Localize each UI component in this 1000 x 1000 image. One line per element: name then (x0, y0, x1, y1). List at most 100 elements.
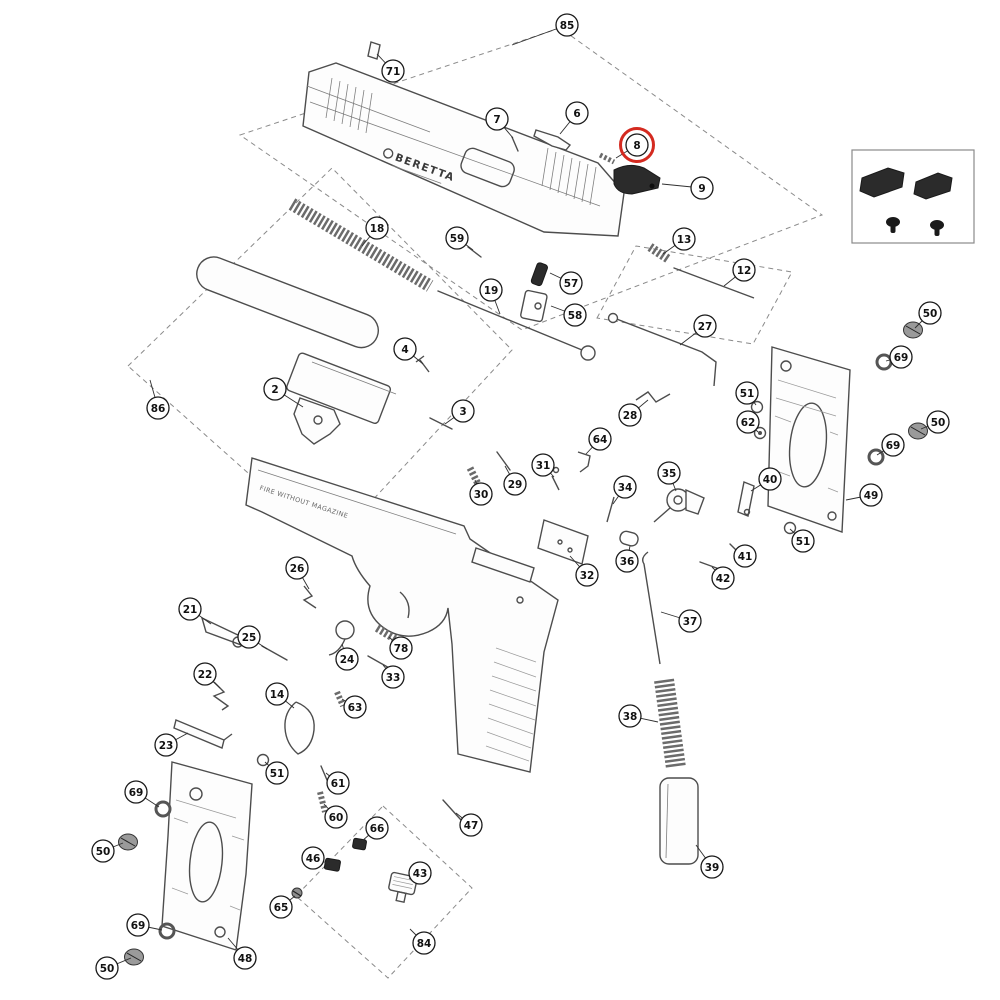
callout-number: 49 (864, 490, 879, 502)
callout-number: 40 (763, 474, 778, 486)
firing-pin-part-12 (673, 267, 755, 299)
callout-number: 30 (474, 489, 489, 501)
callout-30[interactable]: 30 (469, 482, 493, 506)
callout-14[interactable]: 14 (265, 682, 289, 706)
slide-pin-part-7 (511, 136, 519, 152)
callout-circle (154, 733, 178, 757)
callout-circle (926, 410, 950, 434)
nut-part-66 (352, 837, 367, 851)
callout-64[interactable]: 64 (588, 427, 612, 451)
callout-48[interactable]: 48 (233, 946, 257, 970)
callout-50[interactable]: 50 (918, 301, 942, 325)
frame-grip-hatch (485, 647, 537, 762)
callout-66[interactable]: 66 (365, 816, 389, 840)
callout-37[interactable]: 37 (678, 609, 702, 633)
callout-2[interactable]: 2 (263, 377, 287, 401)
callout-63[interactable]: 63 (343, 695, 367, 719)
callout-51[interactable]: 51 (735, 381, 759, 405)
callout-25[interactable]: 25 (237, 625, 261, 649)
callout-71[interactable]: 71 (381, 59, 405, 83)
callout-circle (736, 410, 760, 434)
hammer-assembly-part-35 (653, 488, 705, 523)
callout-69[interactable]: 69 (889, 345, 913, 369)
callout-6[interactable]: 6 (565, 101, 589, 125)
callout-circle (265, 682, 289, 706)
part-frame: FIRE WITHOUT MAGAZINE (245, 457, 559, 773)
callout-85[interactable]: 85 (555, 13, 579, 37)
callout-circle (324, 805, 348, 829)
callout-29[interactable]: 29 (503, 472, 527, 496)
selected-part-highlight-ring (619, 127, 655, 163)
callout-circle (889, 345, 913, 369)
callout-circle (657, 461, 681, 485)
callout-51[interactable]: 51 (791, 529, 815, 553)
callout-24[interactable]: 24 (335, 647, 359, 671)
callout-7[interactable]: 7 (485, 107, 509, 131)
callout-58[interactable]: 58 (563, 303, 587, 327)
extractor-part-6 (533, 129, 572, 151)
callout-31[interactable]: 31 (531, 453, 555, 477)
callout-41[interactable]: 41 (733, 544, 757, 568)
callout-circle (618, 403, 642, 427)
callout-60[interactable]: 60 (324, 805, 348, 829)
callout-19[interactable]: 19 (479, 278, 503, 302)
callout-4[interactable]: 4 (393, 337, 417, 361)
callout-circle (575, 563, 599, 587)
callout-57[interactable]: 57 (559, 271, 583, 295)
grip-panel-left-part-48 (161, 761, 253, 951)
callout-26[interactable]: 26 (285, 556, 309, 580)
callout-50[interactable]: 50 (926, 410, 950, 434)
callout-86[interactable]: 86 (146, 396, 170, 420)
spring-part-78 (374, 624, 398, 643)
callout-46[interactable]: 46 (301, 846, 325, 870)
callout-51[interactable]: 51 (265, 761, 289, 785)
callout-59[interactable]: 59 (445, 226, 469, 250)
callout-number: 33 (386, 672, 401, 684)
callout-12[interactable]: 12 (732, 258, 756, 282)
callout-36[interactable]: 36 (615, 549, 639, 573)
callout-62[interactable]: 62 (736, 410, 760, 434)
callout-47[interactable]: 47 (459, 813, 483, 837)
callout-3[interactable]: 3 (451, 399, 475, 423)
callout-circle (393, 337, 417, 361)
callout-23[interactable]: 23 (154, 733, 178, 757)
callout-49[interactable]: 49 (859, 483, 883, 507)
callout-69[interactable]: 69 (126, 913, 150, 937)
callout-circle (285, 556, 309, 580)
callout-61[interactable]: 61 (326, 771, 350, 795)
callout-40[interactable]: 40 (758, 467, 782, 491)
callout-43[interactable]: 43 (408, 861, 432, 885)
callout-8[interactable]: 8 (619, 127, 655, 163)
callout-number: 9 (698, 183, 705, 195)
callout-69[interactable]: 69 (124, 780, 148, 804)
callout-38[interactable]: 38 (618, 704, 642, 728)
callout-circle (408, 861, 432, 885)
callout-18[interactable]: 18 (365, 216, 389, 240)
callout-21[interactable]: 21 (178, 597, 202, 621)
callout-circle (178, 597, 202, 621)
callout-69[interactable]: 69 (881, 433, 905, 457)
callout-65[interactable]: 65 (269, 895, 293, 919)
callout-circle (265, 761, 289, 785)
callout-32[interactable]: 32 (575, 563, 599, 587)
callout-39[interactable]: 39 (700, 855, 724, 879)
callout-34[interactable]: 34 (613, 475, 637, 499)
callout-number: 43 (413, 868, 428, 880)
callout-circle (859, 483, 883, 507)
callout-50[interactable]: 50 (95, 956, 119, 980)
callout-35[interactable]: 35 (657, 461, 681, 485)
callout-33[interactable]: 33 (381, 665, 405, 689)
callout-number: 64 (593, 434, 608, 446)
callout-84[interactable]: 84 (412, 931, 436, 955)
callout-number: 35 (662, 468, 677, 480)
callout-9[interactable]: 9 (690, 176, 714, 200)
callout-27[interactable]: 27 (693, 314, 717, 338)
callout-78[interactable]: 78 (389, 636, 413, 660)
callout-42[interactable]: 42 (711, 566, 735, 590)
callout-number: 65 (274, 902, 289, 914)
callout-13[interactable]: 13 (672, 227, 696, 251)
callout-28[interactable]: 28 (618, 403, 642, 427)
callout-circle (625, 133, 649, 157)
callout-22[interactable]: 22 (193, 662, 217, 686)
callout-50[interactable]: 50 (91, 839, 115, 863)
